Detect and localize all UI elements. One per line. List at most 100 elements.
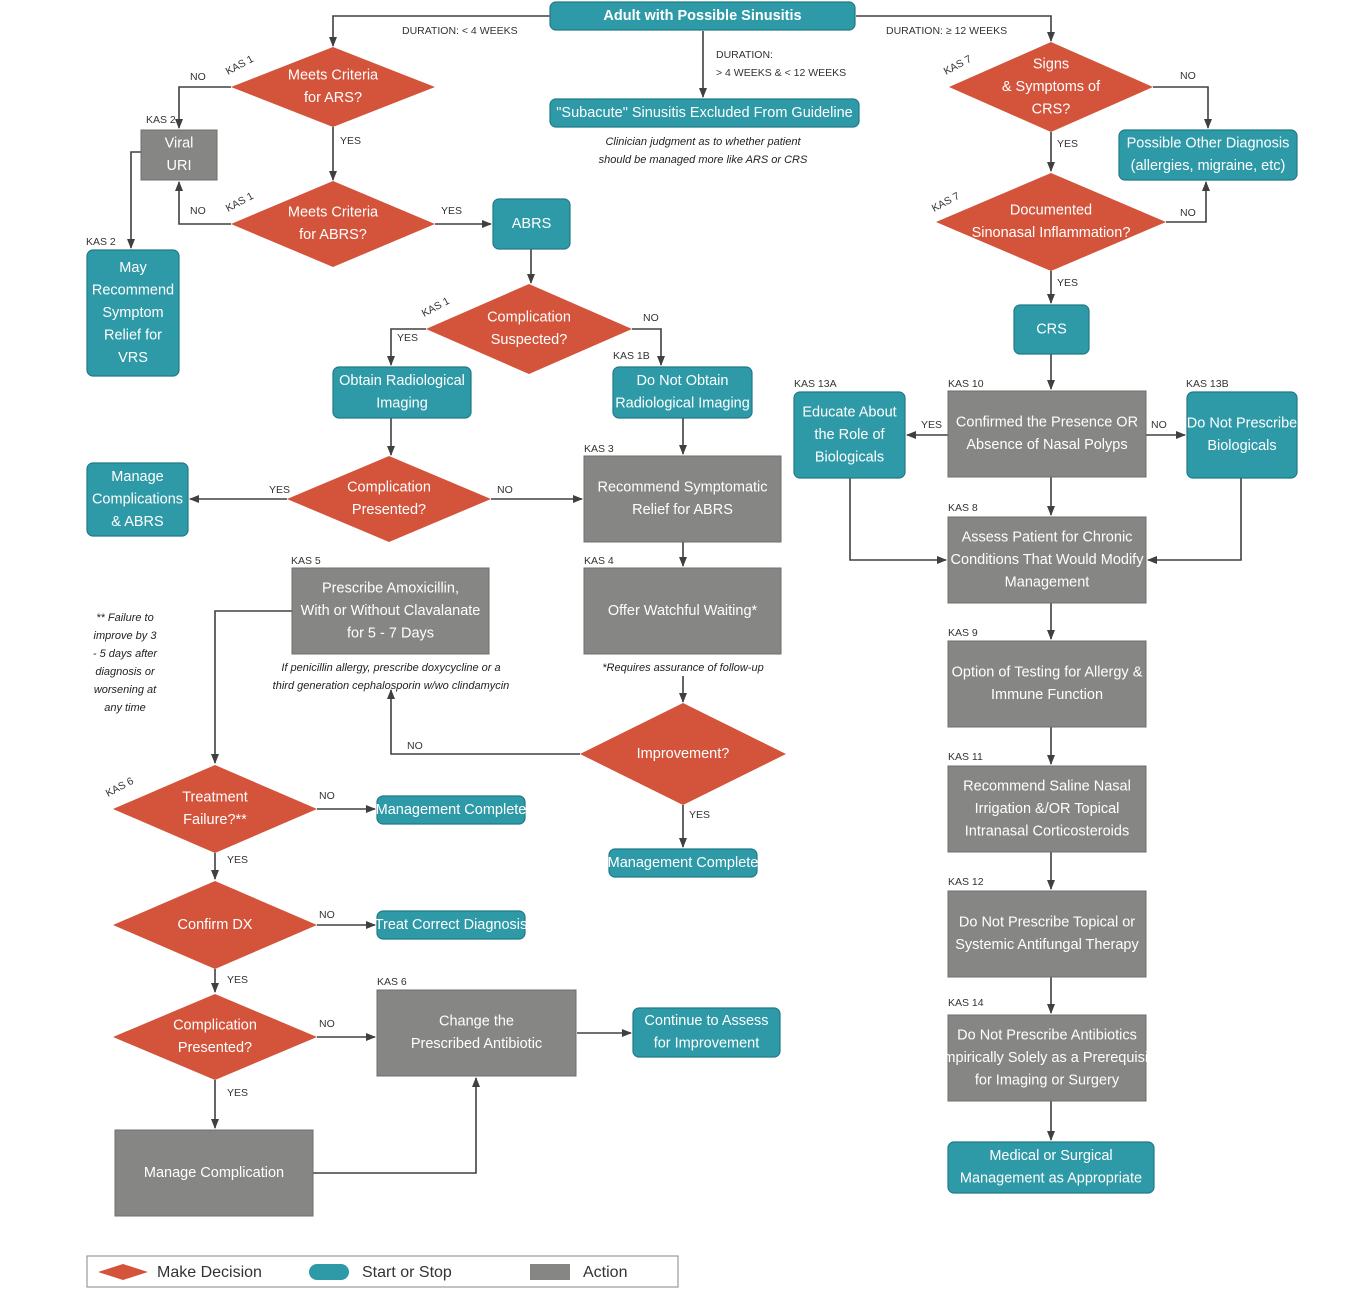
no_bio-shape [1186,391,1298,479]
no_img-text: Do Not Obtain [637,373,729,389]
educate-shape [793,391,906,479]
manage_comp_abrs-text: Manage [111,469,163,485]
edge-10 [632,328,665,366]
treat_fail-text: Treatment [182,790,248,806]
node-start: Adult with Possible Sinusitis [549,1,856,31]
note-failure: - 5 days after [93,648,159,660]
relief_vrs-text: VRS [118,350,148,366]
comp_pres1-text: Presented? [352,502,426,518]
node-subacute: "Subacute" Sinusitis Excluded From Guide… [549,98,860,128]
manage_comp_abrs-text: & ABRS [111,514,163,530]
note-failure: improve by 3 [94,630,158,642]
comp_pres2-shape [113,994,317,1080]
obtain_img-text: Obtain Radiological [339,373,465,389]
edge-label-no: NO [1180,207,1196,219]
relief_abrs-text: Relief for ABRS [632,502,733,518]
edge-label-dur_long: DURATION: ≥ 12 WEEKS [886,25,1007,37]
no_bio-text: Do Not Prescribe [1187,416,1297,432]
abrs-shape [492,198,571,250]
watchful-shape [583,567,782,655]
ars-kas-label: KAS 1 [224,53,256,78]
antibiotics-shape [947,1014,1147,1102]
chronic-text: Assess Patient for Chronic [962,529,1133,545]
edge-label-yes: YES [441,205,462,217]
amox-text: With or Without Clavalanate [301,603,481,619]
edge-17 [387,689,580,755]
node-abrs: ABRS [492,198,571,250]
allergy-shape [947,640,1147,728]
relief_vrs-text: Relief for [104,327,162,343]
edge-28 [1153,86,1212,129]
legend-terminal-label: Start or Stop [362,1264,452,1281]
treat_correct-text: Treat Correct Diagnosis [375,917,528,933]
edge-30 [1166,181,1210,223]
saline-kas-label: KAS 11 [948,751,983,763]
educate-text: Biologicals [815,449,884,465]
legend-action-label: Action [583,1264,627,1281]
edge-label-dur_short: DURATION: < 4 WEEKS [402,25,518,37]
manage_comp_abrs-text: Complications [92,491,183,507]
start-text: Adult with Possible Sinusitis [603,8,801,24]
node-confirm_dx: Confirm DX [113,881,317,969]
abrs_q-text: for ABRS? [299,227,367,243]
crs-text: CRS [1036,321,1067,337]
crs_q-kas-label: KAS 7 [942,53,974,78]
edge-36 [849,478,947,564]
legend-decision-label: Make Decision [157,1264,262,1281]
saline-shape [947,765,1147,853]
note-subacute: should be managed more like ARS or CRS [599,154,808,166]
doc_infl-text: Documented [1010,203,1092,219]
edge-label-yes: YES [689,809,710,821]
polyps-text: Absence of Nasal Polyps [966,437,1127,453]
comp_susp-text: Complication [487,310,571,326]
crs_q-text: Signs [1033,56,1069,72]
crs_q-text: CRS? [1032,101,1071,117]
edge-label-yes: YES [227,854,248,866]
educate-kas-label: KAS 13A [794,378,837,390]
edge-label-no: NO [319,909,335,921]
edge-7 [127,151,141,249]
edge-5 [175,181,231,225]
amox-kas-label: KAS 5 [291,555,321,567]
surgical-text: Medical or Surgical [989,1148,1112,1164]
legend-action-swatch [530,1264,570,1280]
edge-label-yes: YES [1057,277,1078,289]
doc_infl-shape [936,173,1166,271]
node-other_dx: Possible Other Diagnosis(allergies, migr… [1118,129,1298,181]
doc_infl-kas-label: KAS 7 [930,190,962,215]
edge-9 [387,328,426,366]
edge-label-no: NO [643,312,659,324]
treat_correct-shape [376,910,526,940]
comp_pres1-shape [287,456,491,542]
relief_abrs-kas-label: KAS 3 [584,443,614,455]
comp_susp-shape [426,284,632,374]
node-amox: Prescribe Amoxicillin,With or Without Cl… [291,555,490,655]
amox-text: for 5 - 7 Days [347,625,434,641]
change_abx-text: Change the [439,1014,514,1030]
edge-27 [313,1077,480,1174]
surgical-shape [947,1141,1155,1194]
edge-1 [856,15,1055,42]
other_dx-text: Possible Other Diagnosis [1127,136,1290,152]
saline-text: Irrigation &/OR Topical [975,801,1120,817]
comp_susp-kas-label: KAS 1 [420,295,452,320]
viral-text: URI [167,158,192,174]
edge-label-no: NO [1151,419,1167,431]
edge-label-yes: YES [269,484,290,496]
note-failure: any time [104,702,146,714]
edge-label-yes: YES [227,974,248,986]
continue-text: for Improvement [654,1036,760,1052]
doc_infl-text: Sinonasal Inflammation? [972,225,1131,241]
node-antibiotics: Do Not Prescribe AntibioticsEmpirically … [934,997,1160,1102]
manage_comp-text: Manage Complication [144,1165,284,1181]
start-shape [549,1,856,31]
